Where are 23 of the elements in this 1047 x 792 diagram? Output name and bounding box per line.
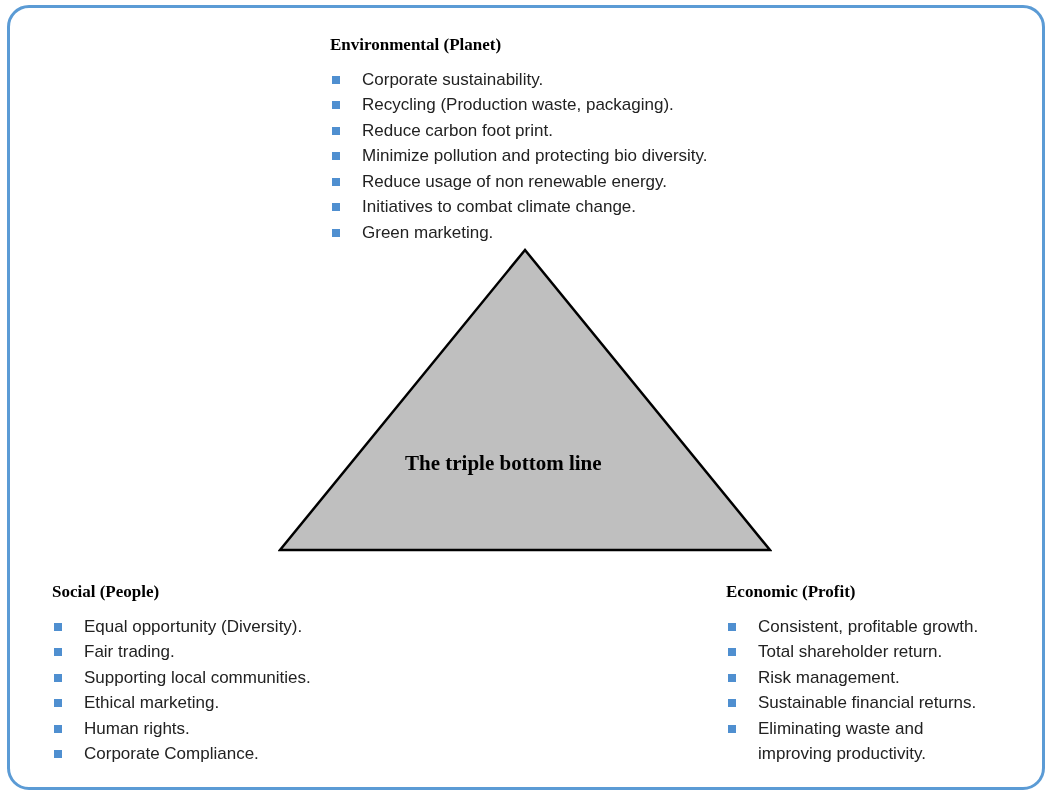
list-item: Initiatives to combat climate change. — [362, 196, 637, 218]
list-item: Total shareholder return. — [758, 641, 943, 663]
list-item: Reduce carbon foot print. — [362, 119, 553, 142]
list-item: Ethical marketing. — [84, 692, 220, 714]
list-item: Minimize pollution and protecting bio diversity. — [362, 145, 708, 167]
list-item: Supporting local communities. — [84, 666, 311, 689]
list-item: Corporate Compliance. — [84, 743, 259, 765]
section-heading: Social (People) — [52, 581, 160, 603]
list-item: Consistent, profitable growth. — [758, 615, 979, 638]
list-item: Equal opportunity (Diversity). — [84, 615, 303, 638]
list-item: Sustainable financial returns. — [758, 692, 977, 714]
list-item: Corporate sustainability. — [362, 68, 544, 91]
triangle-label: The triple bottom line — [405, 450, 602, 477]
list-item: Recycling (Production waste, packaging). — [362, 94, 674, 116]
list-item: Green marketing. — [362, 221, 494, 244]
section-heading: Economic (Profit) — [726, 581, 856, 603]
section-heading: Environmental (Planet) — [330, 34, 502, 56]
list-item: Human rights. — [84, 717, 190, 740]
list-item: Risk management. — [758, 666, 900, 689]
triangle — [278, 248, 772, 552]
list-item: Reduce usage of non renewable energy. — [362, 170, 667, 193]
list-item: Fair trading. — [84, 641, 175, 663]
list-item: Eliminating waste and improving productivity. — [758, 717, 927, 765]
